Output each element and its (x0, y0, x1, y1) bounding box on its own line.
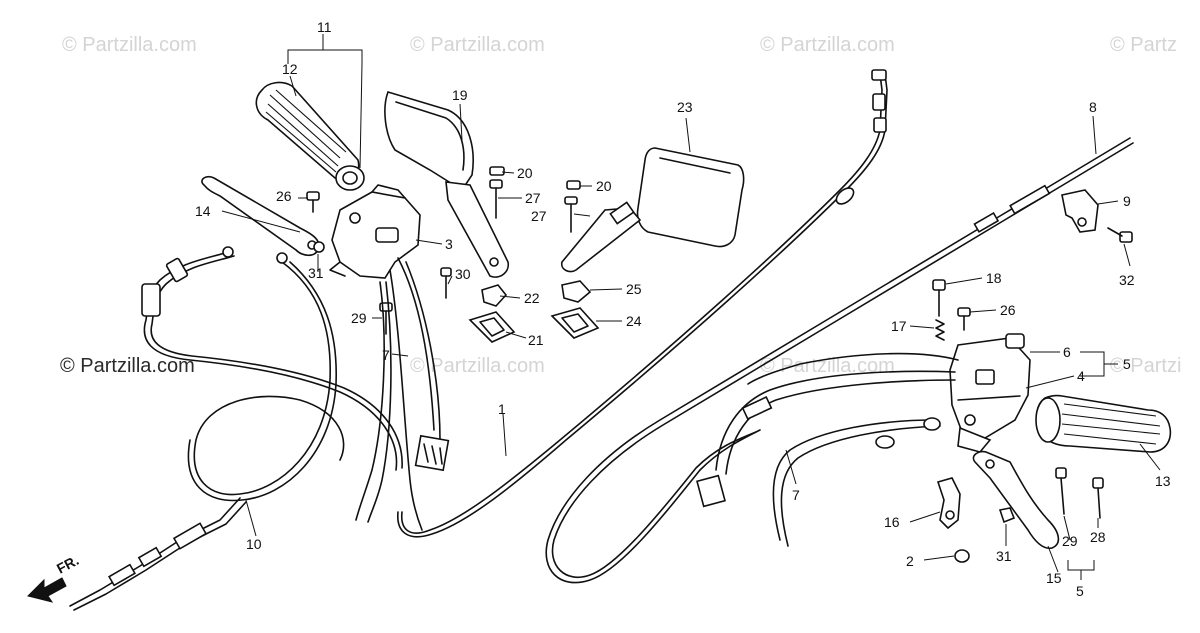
callout-4: 4 (1077, 368, 1085, 384)
callout-26-left: 26 (276, 188, 292, 204)
watermark-top-2: © Partzilla.com (410, 34, 545, 56)
callout-19: 19 (452, 87, 468, 103)
left-lever (201, 175, 320, 257)
callout-31-right: 31 (996, 548, 1012, 564)
clamps-and-pads (468, 280, 600, 343)
callout-27-left: 27 (525, 190, 541, 206)
callout-1: 1 (498, 401, 506, 417)
callout-11: 11 (317, 19, 332, 35)
watermark-top-3: © Partzilla.com (760, 34, 895, 56)
callout-22: 22 (524, 290, 540, 306)
callout-23: 23 (677, 99, 693, 115)
watermark-mid-far-right: © Partzi (1110, 355, 1182, 377)
callout-26-right: 26 (1000, 302, 1016, 318)
right-switch-housing (949, 333, 1031, 453)
callout-20-right: 20 (596, 178, 612, 194)
right-small-parts (932, 279, 1104, 563)
watermark-mid-right: © Partzilla.com (760, 355, 895, 377)
callout-2: 2 (906, 553, 914, 569)
callout-7-right: 7 (792, 487, 800, 503)
callout-7-left: 7 (382, 347, 390, 363)
right-switch-wiring (696, 352, 959, 547)
callout-numbers: 11 12 14 26 31 3 19 20 27 20 27 23 30 22… (54, 19, 1171, 599)
callout-27-right: 27 (531, 208, 547, 224)
watermark-mid-center: © Partzilla.com (410, 355, 545, 377)
callout-9: 9 (1123, 193, 1131, 209)
callout-12: 12 (282, 61, 298, 77)
callout-32: 32 (1119, 272, 1135, 288)
watermark-top-1: © Partzilla.com (62, 34, 197, 56)
left-grip (255, 81, 365, 191)
callout-20-left: 20 (517, 165, 533, 181)
callout-25: 25 (626, 281, 642, 297)
front-direction-label: FR. (54, 552, 81, 577)
throttle-cable (397, 69, 888, 538)
mirror-bolts (306, 166, 581, 335)
leader-lines (221, 34, 1161, 580)
callout-18: 18 (986, 270, 1002, 286)
callout-29-left: 29 (351, 310, 367, 326)
callout-8: 8 (1089, 99, 1097, 115)
right-lever (972, 450, 1060, 550)
callout-6: 6 (1063, 344, 1071, 360)
clutch-cable (545, 137, 1134, 584)
callout-24: 24 (626, 313, 642, 329)
callout-14: 14 (195, 203, 211, 219)
callout-10: 10 (246, 536, 262, 552)
callout-16: 16 (884, 514, 900, 530)
right-grip (1035, 394, 1172, 453)
watermark-top-4: © Partz (1110, 34, 1177, 56)
callout-5-upper: 5 (1123, 356, 1131, 372)
callout-17: 17 (891, 318, 907, 334)
cable-bracket (1061, 189, 1133, 243)
callout-15: 15 (1046, 570, 1062, 586)
watermark-mid-dark: © Partzilla.com (60, 355, 195, 377)
callout-21: 21 (528, 332, 544, 348)
callout-5-lower: 5 (1076, 583, 1084, 599)
callout-31-left: 31 (308, 265, 324, 281)
callout-29-right: 29 (1062, 533, 1078, 549)
front-direction-arrow (27, 577, 67, 603)
left-switch-housing (329, 184, 421, 279)
right-mirror (560, 147, 745, 273)
callout-30: 30 (455, 266, 471, 282)
front-brake-cable (69, 246, 403, 611)
callout-28: 28 (1090, 529, 1106, 545)
callout-13: 13 (1155, 473, 1171, 489)
left-switch-wiring (355, 257, 450, 531)
callout-3: 3 (445, 236, 453, 252)
